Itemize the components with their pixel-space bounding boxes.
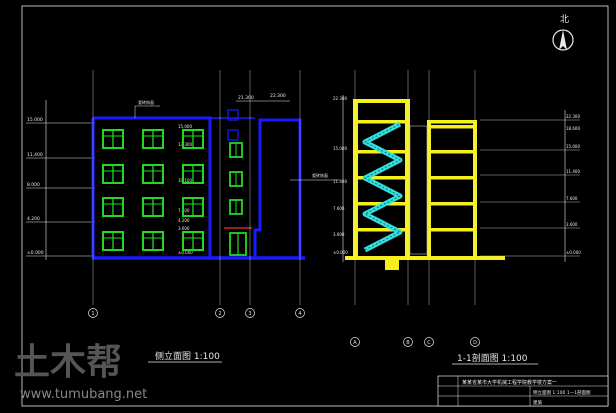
- window: [229, 171, 243, 187]
- title-block: 某某省某市大学机械工程学院教学楼方案一 侧立面图 1:100 1—1剖面图 建施: [437, 375, 609, 407]
- axis-tag: B: [403, 337, 413, 347]
- foundation: [385, 260, 399, 270]
- window: [229, 199, 243, 215]
- north-label: 北: [560, 14, 569, 25]
- stair-treads: [363, 123, 402, 251]
- level-mark: 8.000: [27, 182, 40, 188]
- staircase: [362, 121, 403, 253]
- slab: [427, 120, 477, 124]
- sheet-frame: [21, 5, 609, 407]
- window: [142, 129, 164, 149]
- watermark-url: www.tumubang.net: [20, 387, 147, 402]
- level-mark: 22.300: [333, 96, 347, 101]
- level-mark: 15.000: [566, 144, 580, 149]
- level-mark: 3.600: [566, 222, 578, 227]
- project-name: 某某省某市大学机械工程学院教学楼方案一: [462, 379, 557, 386]
- level-mark: 3.600: [333, 232, 345, 237]
- slab: [427, 150, 477, 154]
- level-mark: 22.300: [566, 114, 580, 119]
- slab: [427, 176, 477, 180]
- roof-slab: [353, 99, 410, 103]
- level-mark: ±0.000: [566, 250, 581, 255]
- level-mark: 7.600: [333, 206, 345, 211]
- section-1-1: 22.300 15.000 11.400 7.600 3.600 ±0.000 …: [333, 70, 581, 365]
- slab: [427, 202, 477, 206]
- level-mark: 4.200: [178, 218, 190, 223]
- window: [142, 231, 164, 251]
- level-mark: 15.000: [178, 124, 192, 129]
- svg-text:2: 2: [218, 311, 221, 317]
- finish-note: 瓷砖饰面: [138, 99, 154, 105]
- window-grid: [102, 129, 204, 251]
- level-mark: 11.400: [566, 169, 580, 174]
- level-mark: 11.400: [333, 179, 347, 184]
- axis-tag: 4: [295, 308, 305, 318]
- elevation-outline: [91, 116, 302, 260]
- window: [102, 231, 124, 251]
- level-mark: 13.300: [178, 142, 192, 147]
- finish-note: 瓷砖饰面: [312, 172, 328, 178]
- svg-text:D: D: [473, 340, 477, 346]
- ground-slab: [345, 256, 505, 260]
- svg-text:3: 3: [248, 311, 251, 317]
- slab: [353, 228, 410, 232]
- section-title: 1-1剖面图 1:100: [457, 352, 528, 364]
- slab: [427, 125, 477, 129]
- corridor-panel: [409, 125, 428, 255]
- axis-tag: A: [350, 337, 360, 347]
- side-elevation: 15.000 11.400 8.000 4.200 ±0.000 21.300 …: [26, 70, 340, 363]
- window: [227, 109, 239, 121]
- drawing-number: 建施: [533, 399, 542, 406]
- svg-text:B: B: [406, 340, 410, 346]
- window: [142, 164, 164, 184]
- level-mark: 15.000: [333, 146, 347, 151]
- level-mark: 7.600: [566, 196, 578, 201]
- axis-tag: C: [424, 337, 434, 347]
- level-mark: 3.600: [178, 226, 190, 231]
- slab: [427, 228, 477, 232]
- slab: [353, 120, 410, 124]
- window: [182, 231, 204, 251]
- window: [102, 197, 124, 217]
- svg-text:A: A: [353, 340, 357, 346]
- level-mark: ±0.000: [178, 250, 193, 255]
- tower-window-grid: [227, 109, 243, 215]
- level-mark: 18.600: [566, 126, 580, 131]
- svg-text:1: 1: [91, 311, 94, 317]
- window: [182, 129, 204, 149]
- top-level-mark: 22.300: [270, 93, 286, 99]
- left-level-ruler: 15.000 11.400 8.000 4.200 ±0.000: [26, 100, 95, 260]
- axis-tag: 1: [88, 308, 98, 318]
- window: [142, 197, 164, 217]
- slab: [353, 176, 410, 180]
- svg-text:4: 4: [298, 311, 301, 317]
- level-mark: ±0.000: [333, 250, 348, 255]
- north-arrow: 北: [552, 14, 574, 51]
- axis-tag: 3: [245, 308, 255, 318]
- window: [227, 129, 239, 141]
- side-elevation-title: 侧立面图 1:100: [155, 350, 220, 362]
- window: [182, 197, 204, 217]
- level-mark: 15.000: [27, 117, 43, 123]
- window: [102, 129, 124, 149]
- top-level-mark: 21.300: [238, 95, 254, 101]
- svg-text:C: C: [427, 340, 431, 346]
- level-mark: 4.200: [27, 216, 40, 222]
- level-mark: 11.400: [27, 152, 43, 158]
- drawing-name: 侧立面图 1:100 1—1剖面图: [533, 389, 591, 396]
- level-mark: ±0.000: [27, 250, 44, 256]
- axis-tag: D: [470, 337, 480, 347]
- level-mark: 10.100: [178, 178, 192, 183]
- watermark: 土木帮 www.tumubang.net: [14, 342, 147, 402]
- axis-tag: 2: [215, 308, 225, 318]
- window: [102, 164, 124, 184]
- watermark-logo: 土木帮: [14, 342, 122, 383]
- window: [229, 142, 243, 158]
- window: [182, 164, 204, 184]
